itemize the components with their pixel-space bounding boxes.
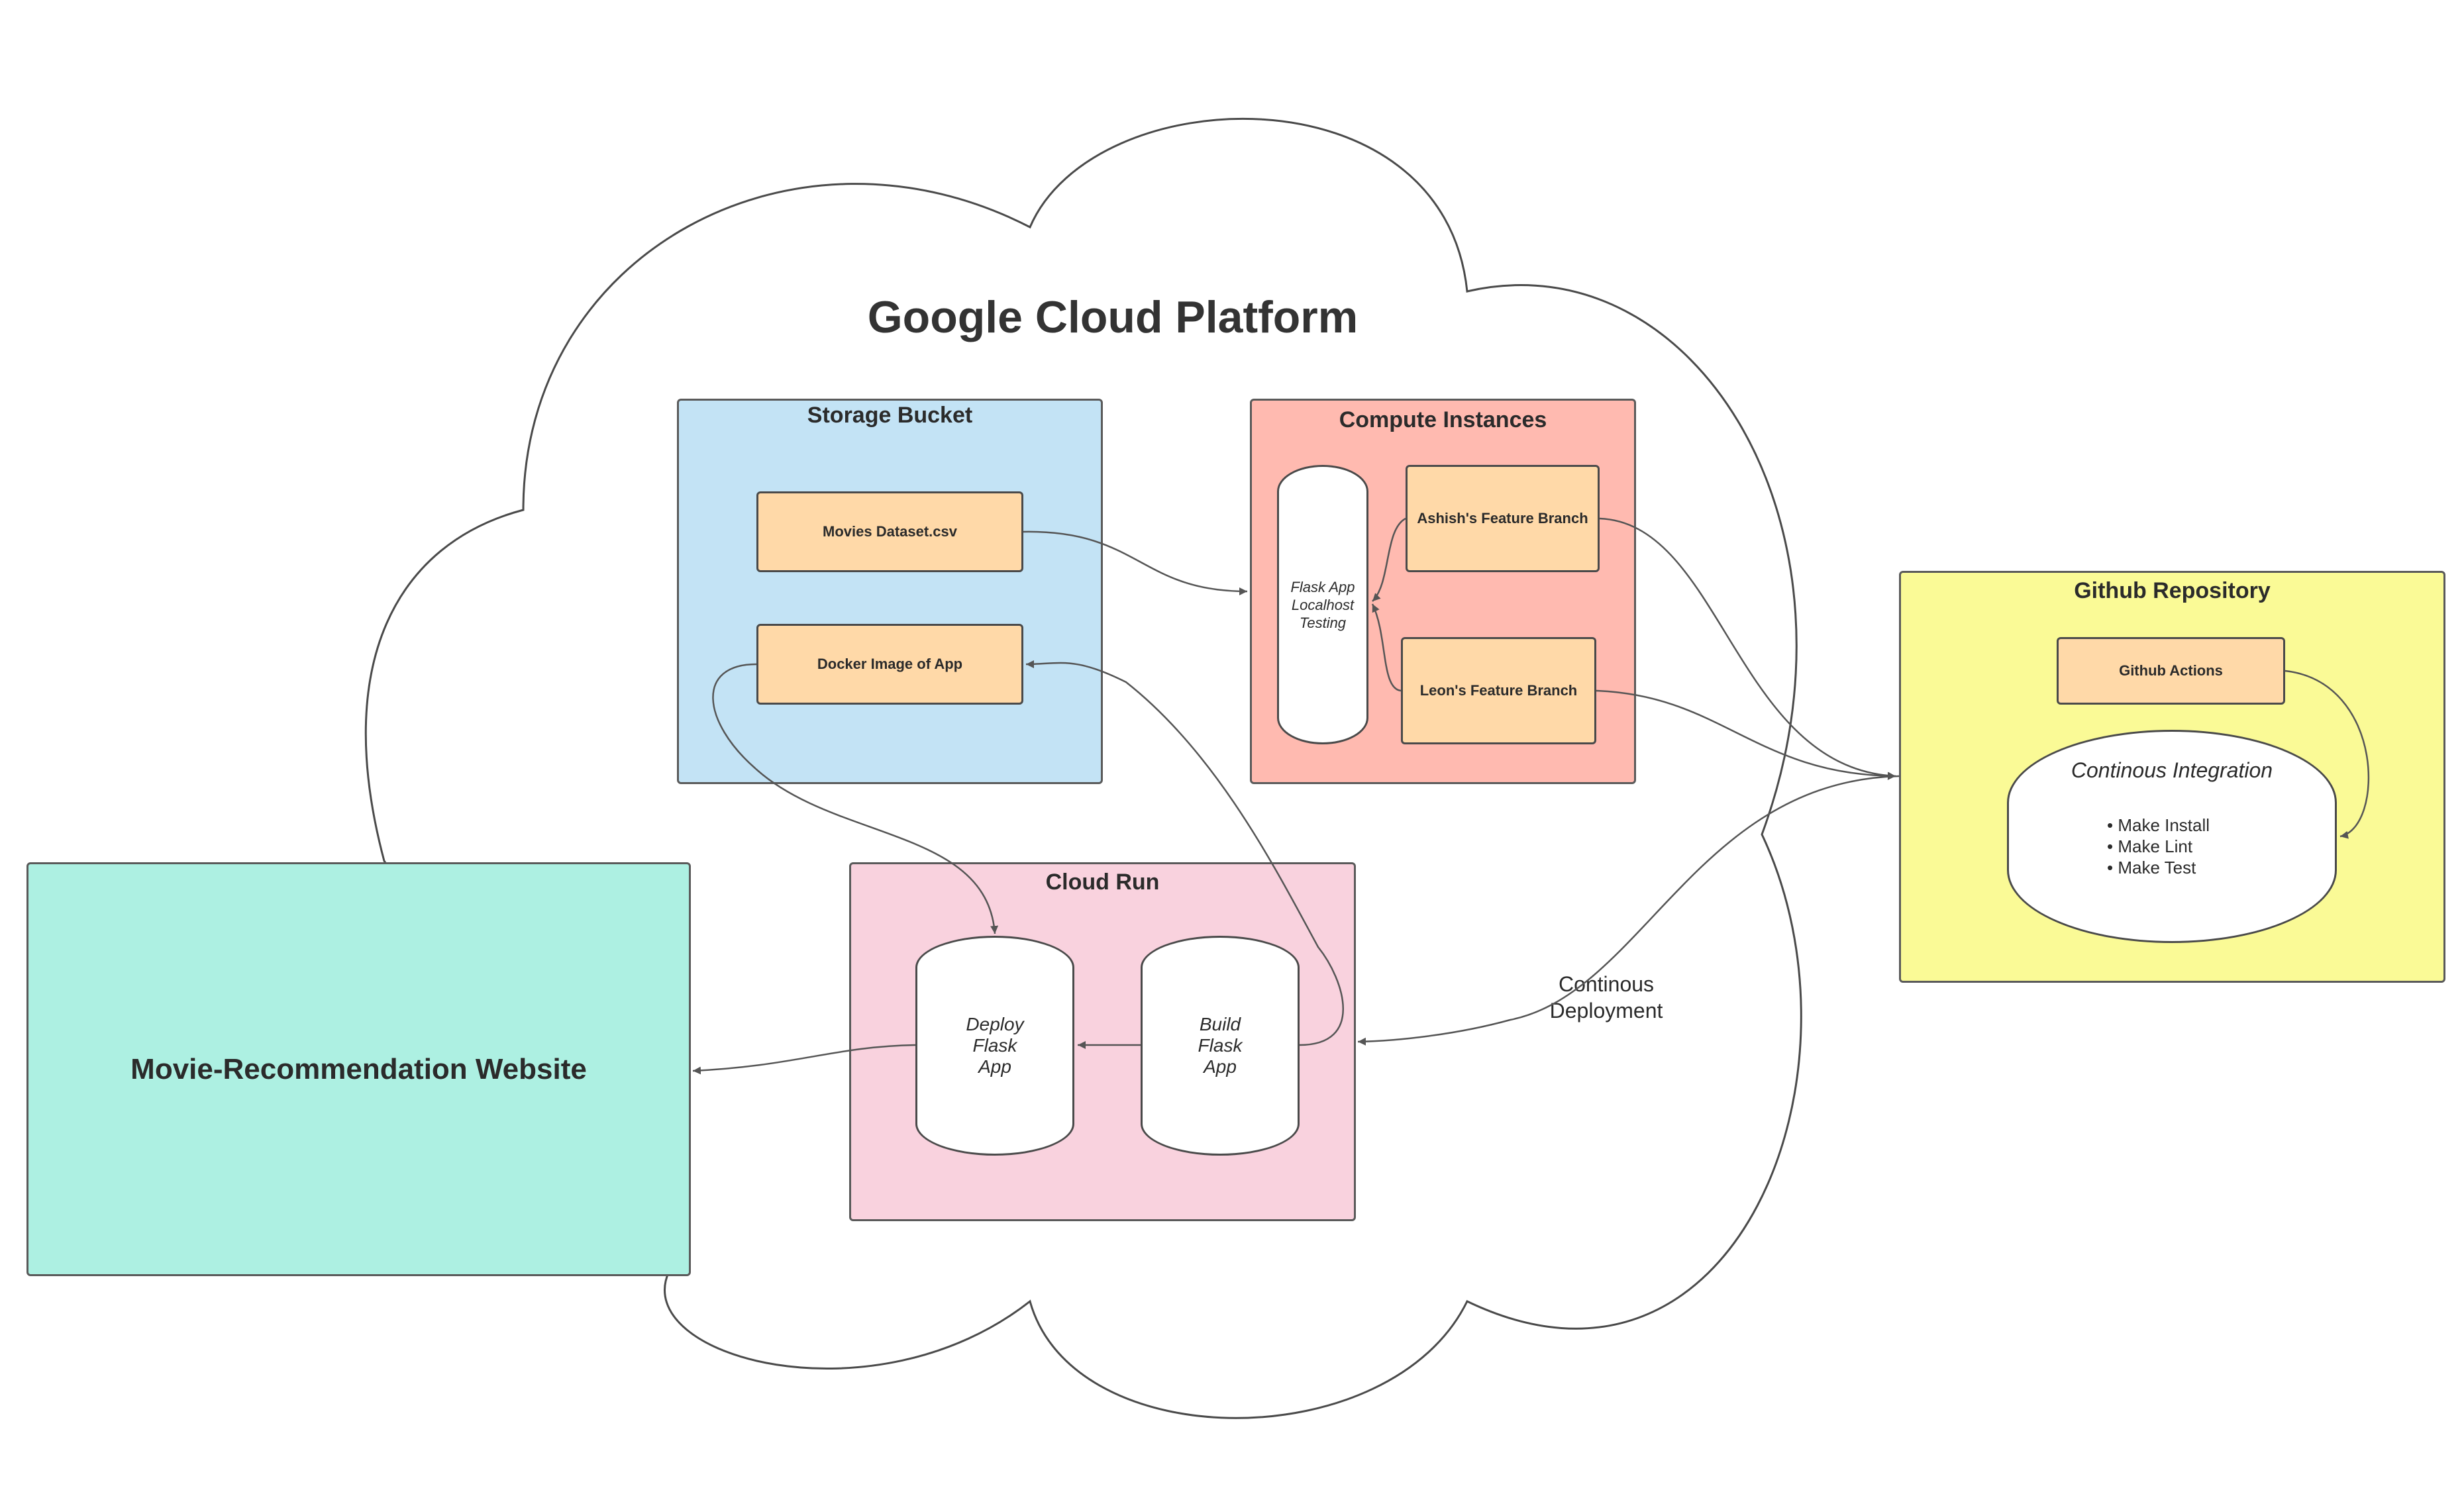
- page-title: Google Cloud Platform: [867, 292, 1359, 342]
- flask-localhost-node[interactable]: Flask App Localhost Testing: [1277, 465, 1368, 744]
- storage-bucket-title: Storage Bucket: [807, 403, 973, 428]
- leon-to-github-arrow: [1596, 689, 1896, 780]
- github-actions-item[interactable]: Github Actions: [2057, 637, 2285, 705]
- compute-instances-title: Compute Instances: [1339, 407, 1547, 432]
- movies-dataset-item[interactable]: Movies Dataset.csv: [756, 491, 1023, 572]
- build-to-docker-arrow: [1025, 660, 1344, 1046]
- github-repository-title: Github Repository: [2074, 578, 2271, 603]
- github-to-cloudrun-arrow: [1357, 775, 1900, 1046]
- ashish-to-localhost-arrow: [1372, 517, 1406, 602]
- ci-step: • Make Test: [2107, 858, 2196, 877]
- storage-bucket-panel: Storage Bucket: [677, 399, 1103, 784]
- dataset-to-localhost-arrow: [1023, 530, 1248, 595]
- ci-step: • Make Lint: [2107, 836, 2193, 856]
- actions-to-ci-arrow: [2284, 670, 2370, 839]
- deploy-to-website-arrow: [692, 1044, 916, 1075]
- website-panel[interactable]: Movie-Recommendation Website: [26, 862, 691, 1276]
- ci-title: Continous Integration: [2071, 758, 2273, 782]
- build-flask-app-node[interactable]: Build Flask App: [1141, 936, 1300, 1156]
- continuous-deployment-label: Continous Deployment: [1549, 972, 1663, 1023]
- docker-to-deploy-arrow: [712, 663, 999, 934]
- ci-step: • Make Install: [2107, 815, 2210, 835]
- ashish-to-github-arrow: [1599, 517, 1896, 780]
- deploy-flask-app-node[interactable]: Deploy Flask App: [915, 936, 1074, 1156]
- leon-branch-item[interactable]: Leon's Feature Branch: [1401, 637, 1596, 744]
- leon-to-localhost-arrow: [1371, 603, 1402, 692]
- cloud-run-title: Cloud Run: [1045, 870, 1160, 895]
- continuous-integration-node[interactable]: Continous Integration • Make Install • M…: [2007, 730, 2337, 943]
- website-title: Movie-Recommendation Website: [130, 1052, 587, 1085]
- ashish-branch-item[interactable]: Ashish's Feature Branch: [1406, 465, 1600, 572]
- docker-image-item[interactable]: Docker Image of App: [756, 624, 1023, 705]
